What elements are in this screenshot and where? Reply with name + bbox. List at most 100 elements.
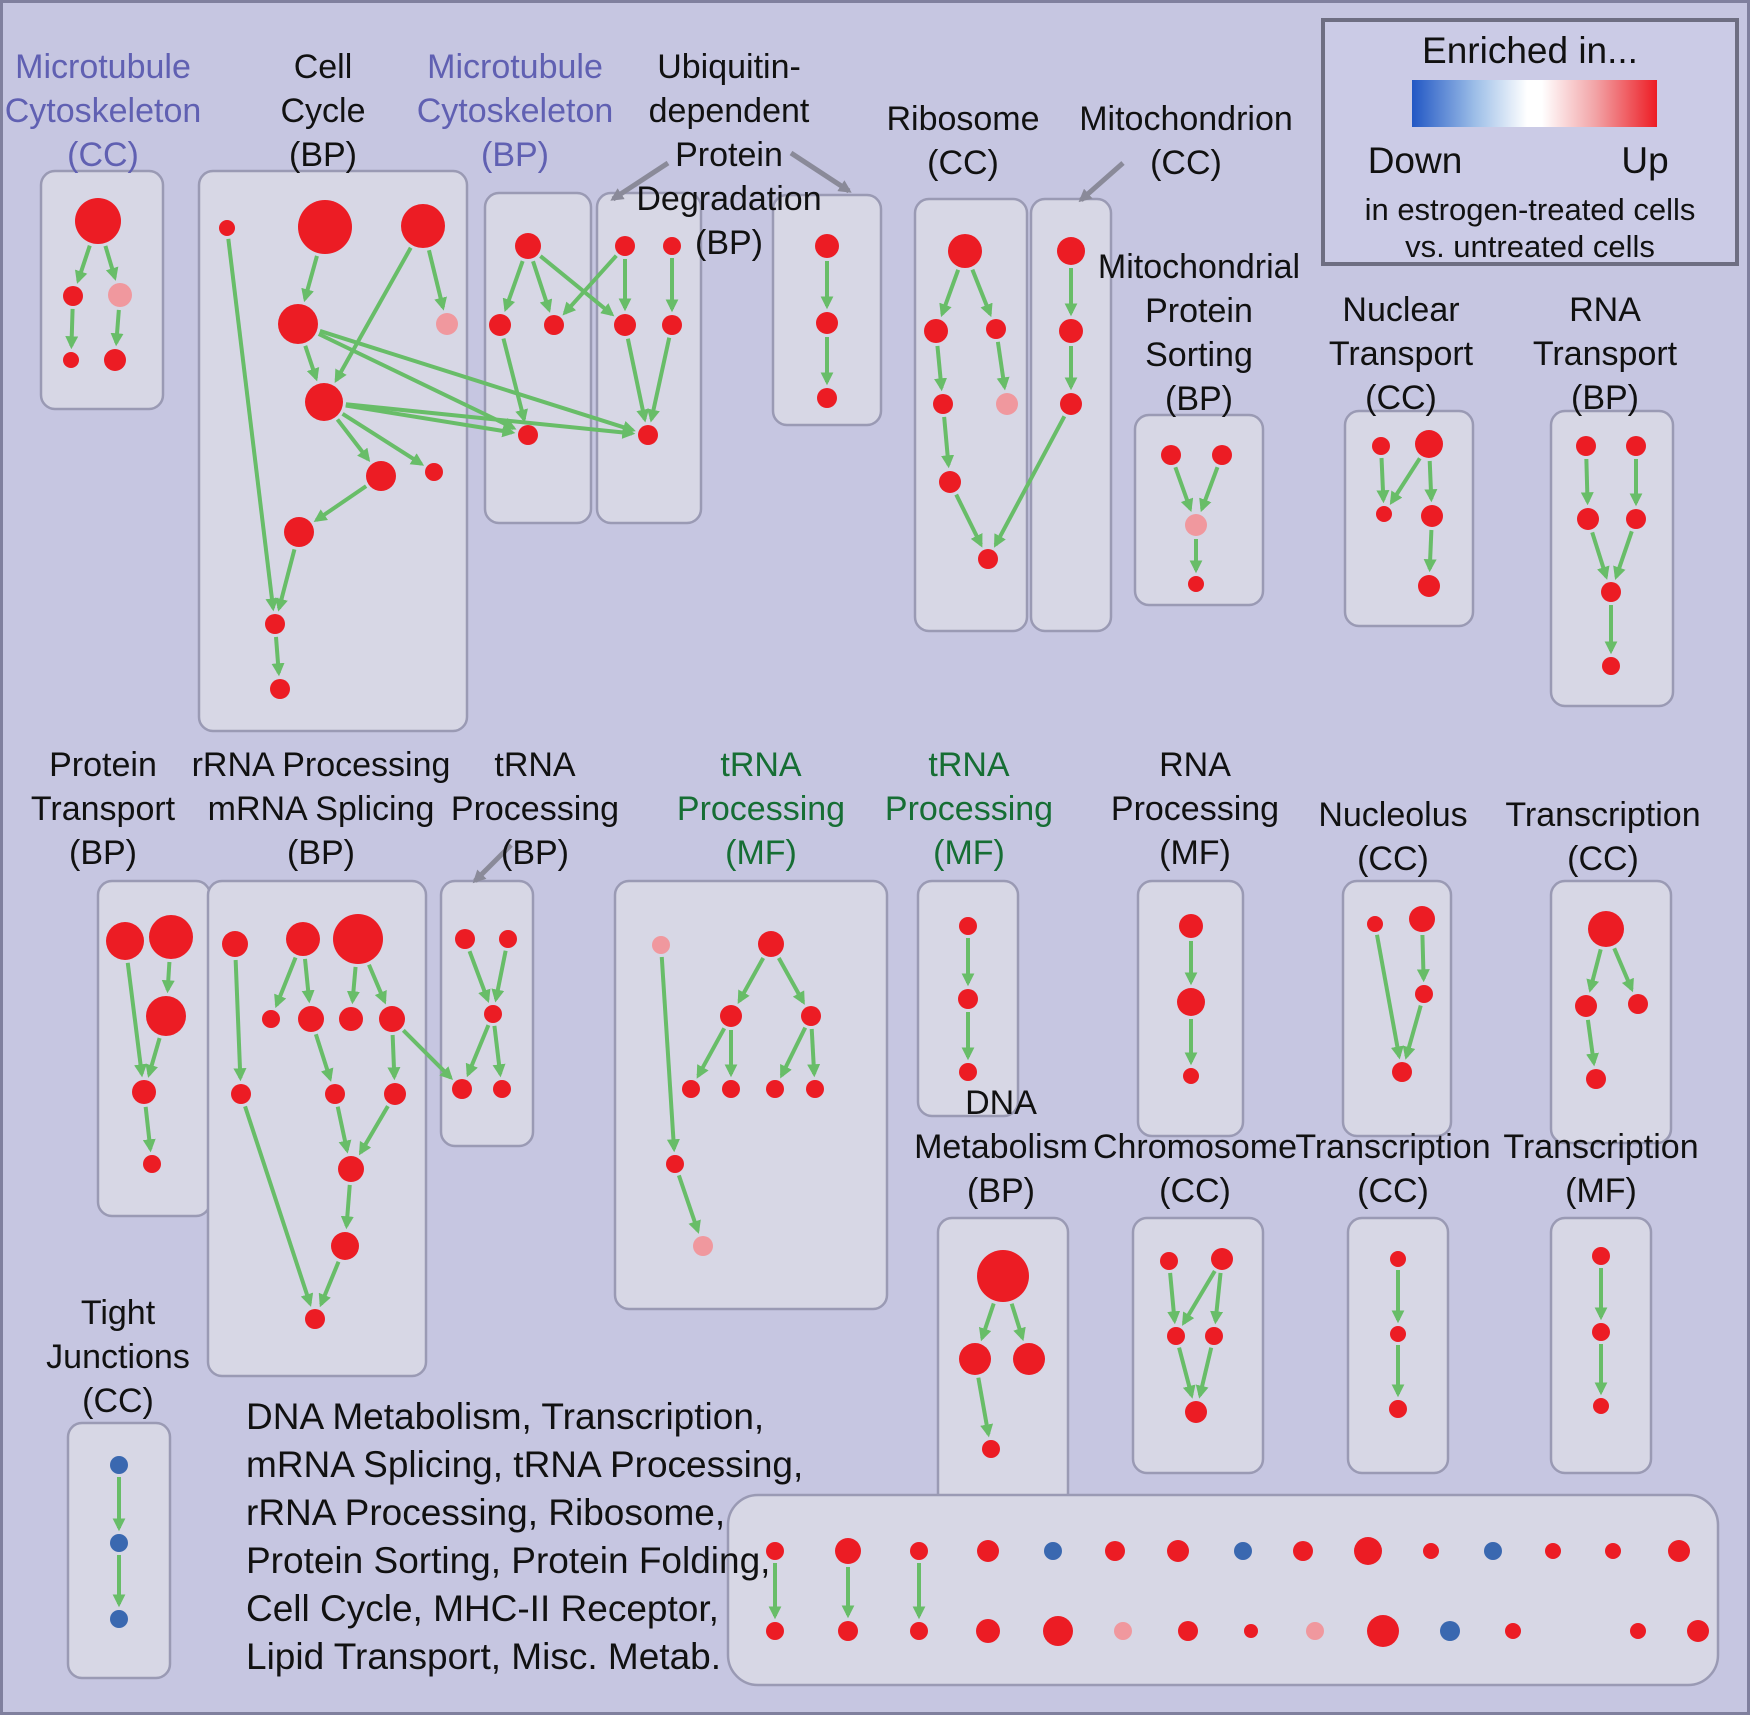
go-term-node bbox=[766, 1542, 784, 1560]
edge-arrow bbox=[1375, 934, 1404, 1060]
edge-arrow bbox=[1210, 1272, 1224, 1325]
go-term-node bbox=[106, 922, 144, 960]
edge-arrow bbox=[696, 1027, 727, 1079]
edge-arrow bbox=[1009, 1303, 1026, 1342]
go-term-node bbox=[110, 1534, 128, 1552]
go-term-node bbox=[499, 930, 517, 948]
go-term-node bbox=[1593, 1398, 1609, 1414]
edge-arrow bbox=[1586, 948, 1603, 993]
go-term-node bbox=[1183, 1068, 1199, 1084]
go-term-node bbox=[63, 352, 79, 368]
go-term-node bbox=[1668, 1540, 1690, 1562]
edge-arrow bbox=[301, 958, 315, 1004]
edge-arrow bbox=[492, 1025, 506, 1078]
go-term-node bbox=[325, 1084, 345, 1104]
label-pointer-arrow bbox=[1078, 161, 1125, 203]
go-term-node bbox=[425, 463, 443, 481]
go-term-node bbox=[958, 989, 978, 1009]
go-term-node bbox=[1211, 1248, 1233, 1270]
misc-text-line: DNA Metabolism, Transcription, bbox=[246, 1396, 765, 1437]
cross-cluster-edge-arrow bbox=[401, 1028, 453, 1080]
go-term-node bbox=[1212, 445, 1232, 465]
go-term-node bbox=[1185, 514, 1207, 536]
legend-up-label: Up bbox=[1621, 140, 1669, 181]
go-term-node bbox=[816, 312, 838, 334]
edge-arrow bbox=[340, 1184, 354, 1230]
edge-arrow bbox=[625, 338, 650, 423]
go-term-node bbox=[331, 1232, 359, 1260]
go-term-node bbox=[384, 1083, 406, 1105]
go-term-node bbox=[1423, 1543, 1439, 1559]
edge-arrow bbox=[1590, 531, 1610, 580]
go-term-node bbox=[924, 319, 948, 343]
go-term-node bbox=[933, 394, 953, 414]
go-term-node bbox=[1409, 906, 1435, 932]
legend-subtitle-line2: vs. untreated cells bbox=[1405, 229, 1655, 264]
go-term-node bbox=[1059, 319, 1083, 343]
go-term-node bbox=[982, 1440, 1000, 1458]
edge-arrow bbox=[1416, 934, 1430, 983]
go-term-node bbox=[1114, 1622, 1132, 1640]
go-term-node bbox=[1372, 437, 1390, 455]
edge-arrow bbox=[659, 956, 680, 1153]
network-diagram-canvas bbox=[39, 150, 1720, 1687]
cluster-box-nuclear-transport-cc bbox=[1343, 409, 1475, 628]
go-term-node bbox=[1367, 916, 1383, 932]
go-term-node bbox=[1389, 1400, 1407, 1418]
go-term-node bbox=[1626, 509, 1646, 529]
go-term-node bbox=[806, 1080, 824, 1098]
go-term-node bbox=[1576, 436, 1596, 456]
go-term-node bbox=[298, 200, 352, 254]
edge-arrow bbox=[1423, 529, 1437, 573]
misc-pathways-label: DNA Metabolism, Transcription, mRNA Spli… bbox=[246, 1393, 803, 1681]
go-term-node bbox=[693, 1236, 713, 1256]
edge-arrow bbox=[274, 956, 298, 1009]
go-term-node bbox=[339, 1007, 363, 1031]
go-term-node bbox=[959, 917, 977, 935]
go-term-node bbox=[939, 471, 961, 493]
go-term-node bbox=[838, 1621, 858, 1641]
go-term-node bbox=[219, 220, 235, 236]
go-term-node bbox=[104, 349, 126, 371]
edge-arrow bbox=[65, 308, 79, 350]
edge-arrow bbox=[110, 309, 124, 347]
cluster-box-transcription-cc-upper bbox=[1549, 879, 1673, 1145]
go-term-node bbox=[518, 425, 538, 445]
go-term-node bbox=[338, 1156, 364, 1182]
go-term-node bbox=[663, 237, 681, 255]
go-term-node bbox=[766, 1080, 784, 1098]
go-term-node bbox=[110, 1610, 128, 1628]
go-term-node bbox=[298, 1006, 324, 1032]
go-term-node bbox=[222, 931, 248, 957]
edge-arrow bbox=[334, 246, 413, 384]
go-term-node bbox=[910, 1622, 928, 1640]
go-term-node bbox=[986, 319, 1006, 339]
go-term-node bbox=[110, 1456, 128, 1474]
go-term-node bbox=[149, 915, 193, 959]
go-term-node bbox=[1687, 1620, 1709, 1642]
go-term-node bbox=[333, 914, 383, 964]
go-term-node bbox=[1013, 1343, 1045, 1375]
go-term-node bbox=[1577, 508, 1599, 530]
go-term-node bbox=[1160, 1252, 1178, 1270]
edge-arrow bbox=[301, 255, 319, 303]
legend-subtitle-line1: in estrogen-treated cells bbox=[1364, 192, 1696, 227]
go-term-node bbox=[231, 1084, 251, 1104]
go-term-node bbox=[1179, 914, 1203, 938]
go-term-node bbox=[1545, 1543, 1561, 1559]
go-term-node bbox=[265, 614, 285, 634]
cluster-box-ubiquitin-degradation-bp-right bbox=[771, 193, 883, 427]
go-term-node bbox=[652, 936, 670, 954]
edge-arrow bbox=[970, 268, 993, 318]
go-term-node bbox=[1354, 1537, 1382, 1565]
go-term-node bbox=[262, 1010, 280, 1028]
label-pointer-arrow bbox=[610, 160, 670, 202]
edge-arrow bbox=[1173, 466, 1194, 513]
go-term-node bbox=[1575, 995, 1597, 1017]
cluster-box-misc-pathways bbox=[726, 1493, 1720, 1687]
go-term-node bbox=[662, 315, 682, 335]
edge-arrow bbox=[367, 963, 387, 1005]
legend-gradient-bar bbox=[1412, 80, 1657, 127]
go-term-node bbox=[1367, 1615, 1399, 1647]
go-term-node bbox=[959, 1343, 991, 1375]
